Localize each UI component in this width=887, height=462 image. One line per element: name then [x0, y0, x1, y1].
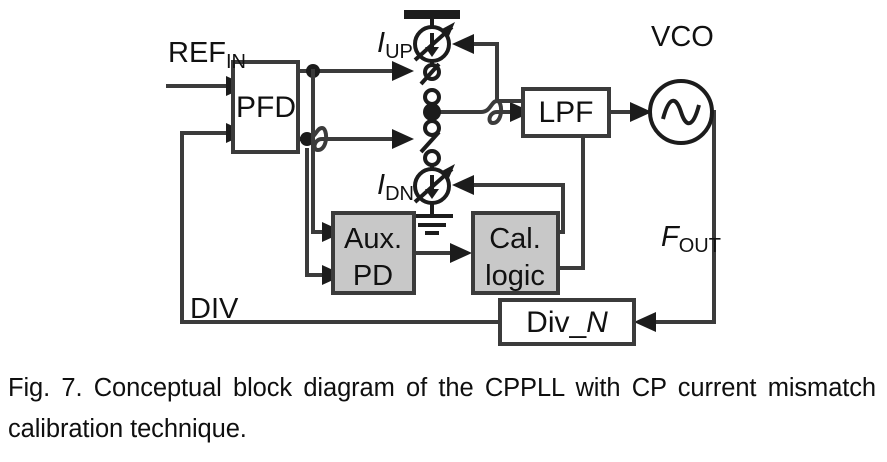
figure-caption-text: Fig. 7. Conceptual block diagram of the …	[8, 374, 883, 443]
label-i-up: IUP	[377, 27, 413, 63]
block-aux-pd[interactable]: Aux. PD	[331, 211, 416, 295]
wire-lpf-to-vco	[607, 102, 652, 122]
block-cal-logic[interactable]: Cal. logic	[471, 211, 560, 295]
block-pfd-label: PFD	[236, 91, 296, 124]
label-f-out-sub: OUT	[679, 235, 721, 257]
wire-pfd-dn-output	[296, 125, 414, 153]
label-f-out: FOUT	[661, 221, 721, 257]
current-source-dn-icon	[413, 164, 455, 205]
wire-auxpd-to-callogic	[412, 243, 472, 263]
label-i-dn-sub: DN	[385, 183, 414, 205]
wire-pfd-up-output	[296, 61, 414, 81]
label-ref-in: REFIN	[168, 37, 246, 73]
wire-cal-to-idn	[452, 175, 565, 234]
block-div-n[interactable]: Div_N	[498, 298, 636, 346]
ground-icon	[411, 203, 453, 235]
figure-caption: Fig. 7. Conceptual block diagram of the …	[8, 368, 876, 450]
block-aux-pd-label-line2: PD	[353, 260, 393, 292]
block-div-n-label-prefix: Div_	[526, 306, 587, 339]
block-aux-pd-label-line1: Aux.	[344, 223, 402, 255]
block-lpf-label: LPF	[538, 96, 593, 129]
switch-dn-icon	[419, 119, 441, 170]
block-pfd[interactable]: PFD	[231, 60, 300, 154]
label-i-dn: IDN	[377, 169, 414, 205]
label-ref-in-base: REF	[168, 37, 226, 69]
wire-cp-output	[423, 98, 532, 126]
block-lpf[interactable]: LPF	[521, 87, 611, 138]
block-cal-logic-label-line1: Cal.	[489, 223, 541, 255]
label-f-out-base: F	[661, 221, 681, 253]
label-ref-in-sub: IN	[226, 51, 246, 73]
label-vco: VCO	[651, 21, 714, 53]
block-cal-logic-label-line2: logic	[485, 260, 545, 292]
label-i-up-sub: UP	[385, 41, 413, 63]
block-div-n-label: Div_N	[526, 306, 608, 339]
block-diagram: PFD LPF Aux. PD Cal. logic Div_N	[166, 10, 721, 346]
label-div: DIV	[190, 293, 239, 325]
current-source-up-icon	[413, 22, 455, 63]
label-i-up-base: I	[377, 27, 385, 59]
wire-vco-output	[634, 110, 716, 332]
label-i-dn-base: I	[377, 169, 385, 201]
vco-symbol[interactable]	[648, 79, 714, 145]
block-div-n-label-italic: N	[586, 306, 608, 339]
